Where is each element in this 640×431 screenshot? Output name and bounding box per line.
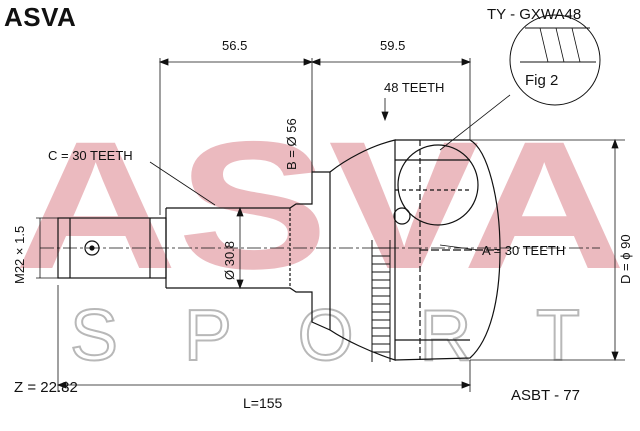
- dim-length-left: 56.5: [222, 38, 248, 53]
- dim-outer-diameter: D = ϕ 90: [618, 234, 633, 284]
- dim-shaft-diameter: Ø 30.8: [222, 240, 237, 280]
- svg-text:ASVA: ASVA: [14, 103, 626, 307]
- dim-total-length: L=155: [243, 395, 283, 411]
- fig-2-detail: [509, 14, 601, 106]
- watermark-sport: SPORT: [69, 295, 581, 377]
- watermark-asva: ASVA: [14, 103, 626, 307]
- dim-abs-teeth: 48 TEETH: [384, 80, 445, 95]
- dim-length-right: 59.5: [380, 38, 406, 53]
- brand-logo: ASVA: [4, 2, 77, 32]
- dim-outer-spline: C = 30 TEETH: [48, 148, 133, 163]
- catalog-code: ASBT - 77: [511, 387, 580, 404]
- dimension-lines: [36, 58, 625, 392]
- z-value: Z = 22.82: [14, 379, 78, 396]
- dim-thread: M22 × 1.5: [12, 225, 27, 284]
- part-number: TY - GXWA48: [487, 6, 582, 23]
- dim-inner-spline: A = 30 TEETH: [482, 243, 566, 258]
- fig-label: Fig 2: [525, 72, 559, 89]
- svg-text:SPORT: SPORT: [70, 296, 580, 376]
- dim-bore-diameter: B = Ø 56: [284, 118, 299, 170]
